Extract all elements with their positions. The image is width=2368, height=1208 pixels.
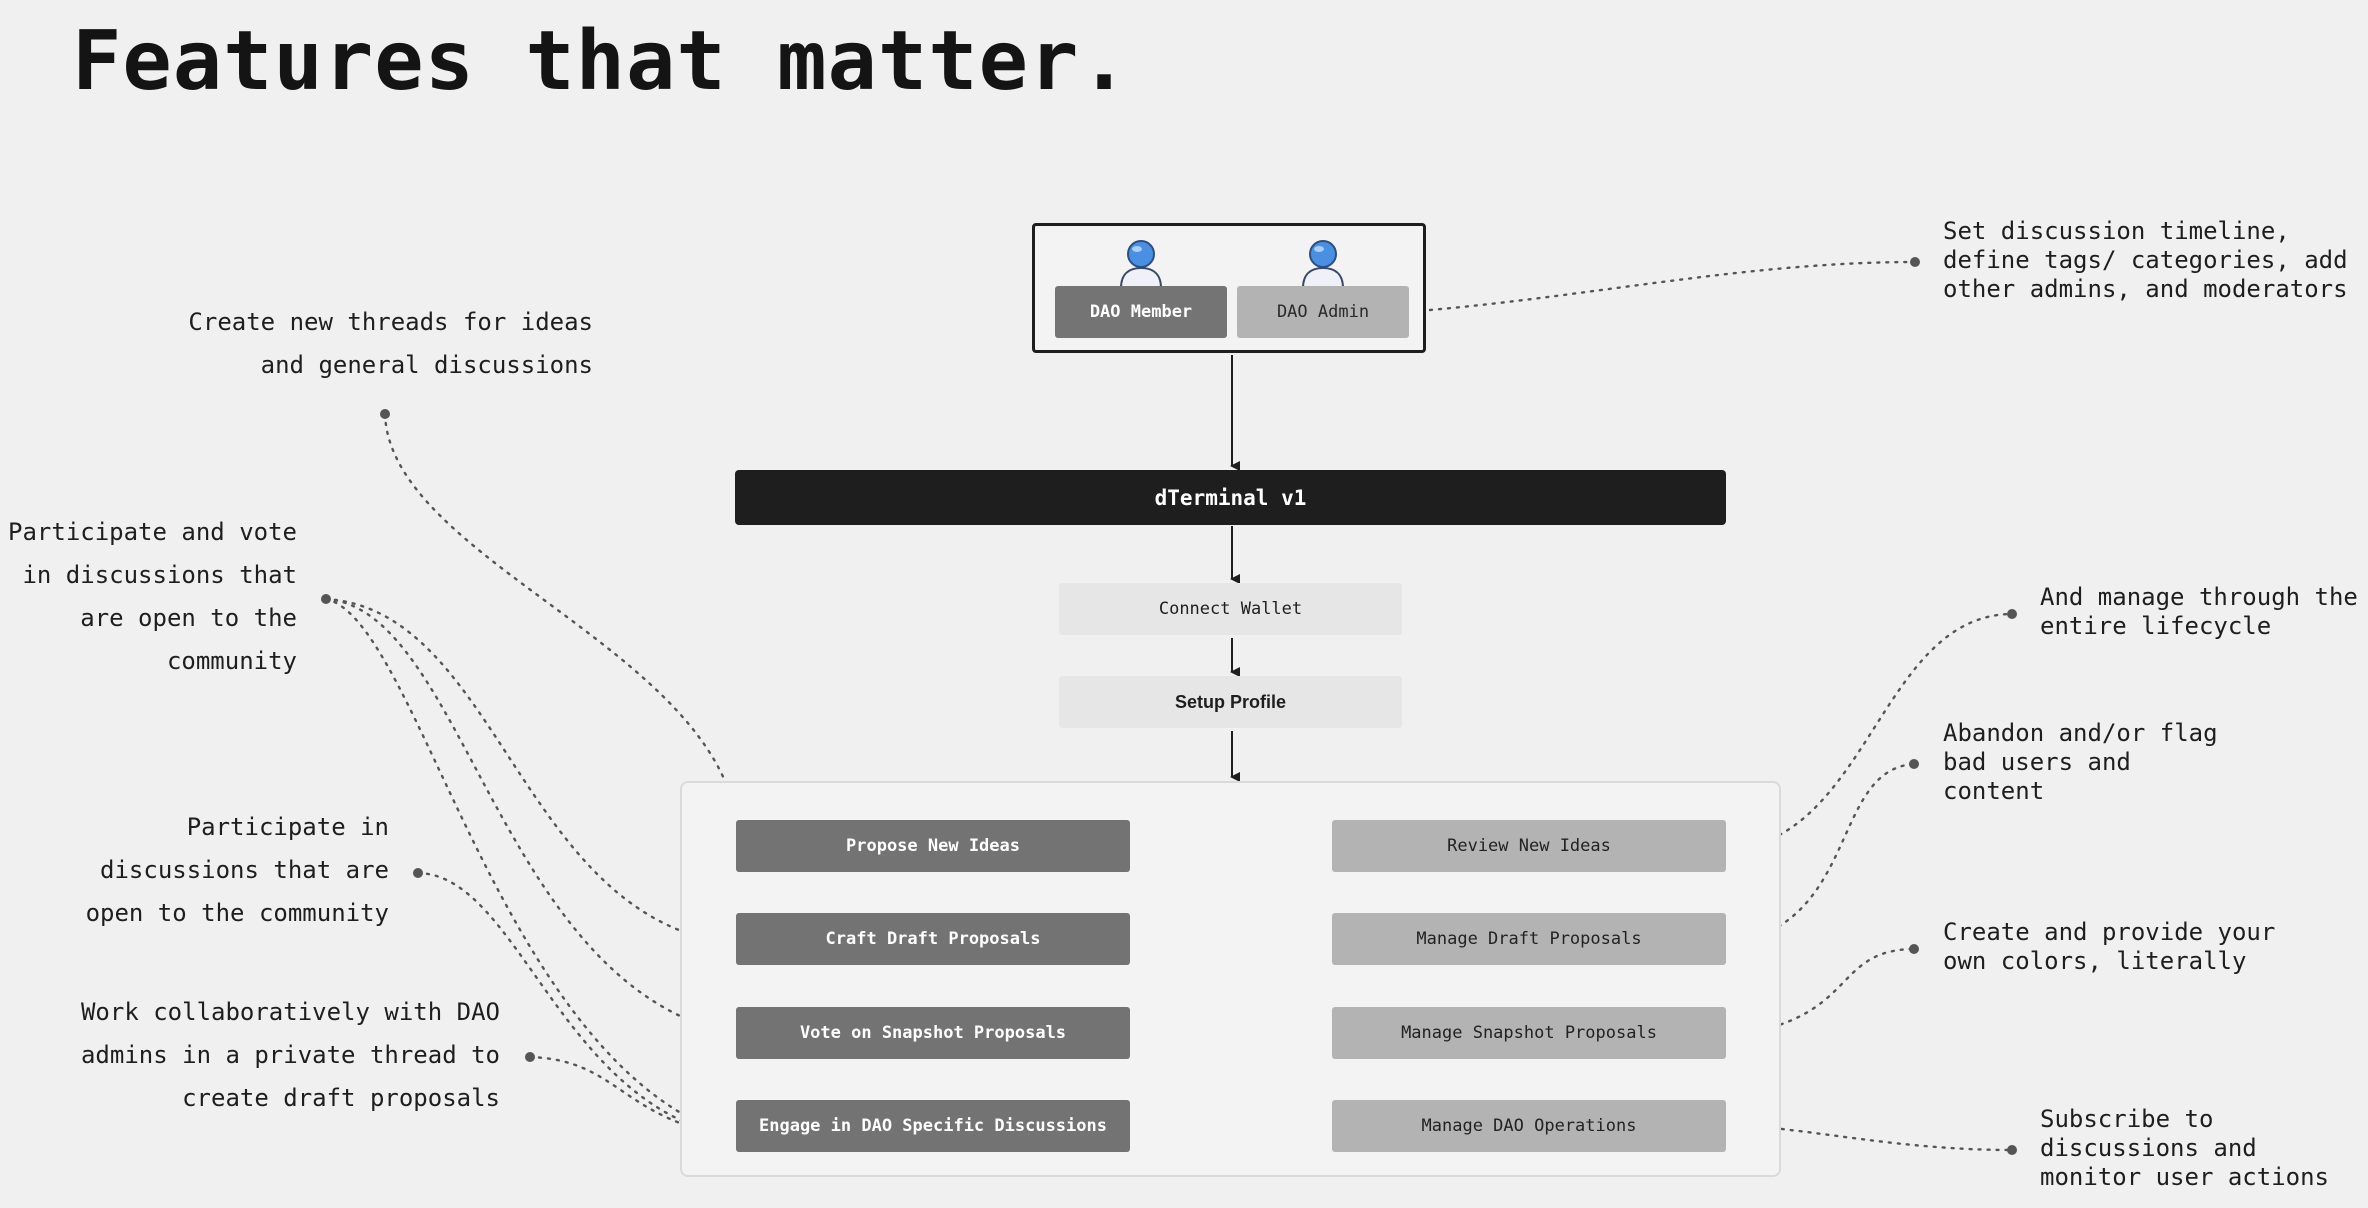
annotation-connector (416, 871, 740, 1140)
features-box: Propose New Ideas Craft Draft Proposals … (680, 781, 1781, 1177)
platform-bar: dTerminal v1 (735, 470, 1726, 525)
step-setup-profile: Setup Profile (1059, 676, 1402, 728)
annotation-dot (525, 1052, 535, 1062)
role-dao-member: DAO Member (1055, 286, 1227, 338)
feature-craft-draft-proposals: Craft Draft Proposals (736, 913, 1130, 965)
annotation-dot (2007, 609, 2017, 619)
note-set-timeline: Set discussion timeline, define tags/ ca… (1943, 217, 2348, 303)
feature-manage-draft-proposals: Manage Draft Proposals (1332, 913, 1726, 965)
page-title: Features that matter. (72, 14, 1130, 109)
annotation-connector (383, 412, 740, 832)
annotation-dot (1910, 257, 1920, 267)
note-participate-vote: Participate and vote in discussions that… (8, 518, 297, 675)
roles-box: DAO Member DAO Admin (1032, 223, 1426, 353)
annotation-connector (324, 597, 760, 1040)
annotation-connector (1726, 1122, 2014, 1152)
annotation-connector (324, 597, 740, 1140)
feature-manage-snapshot-proposals: Manage Snapshot Proposals (1332, 1007, 1726, 1059)
note-create-threads: Create new threads for ideas and general… (188, 308, 593, 379)
role-dao-admin: DAO Admin (1237, 286, 1409, 338)
annotation-connector (1428, 260, 1917, 312)
feature-propose-new-ideas: Propose New Ideas (736, 820, 1130, 872)
annotation-dot (2007, 1145, 2017, 1155)
note-create-colors: Create and provide your own colors, lite… (1943, 918, 2276, 975)
annotation-dot (1909, 944, 1919, 954)
feature-manage-dao-operations: Manage DAO Operations (1332, 1100, 1726, 1152)
note-work-collaboratively: Work collaboratively with DAO admins in … (80, 998, 500, 1112)
annotation-dot (321, 594, 331, 604)
user-icon (1119, 240, 1163, 289)
annotation-connector (324, 597, 737, 946)
feature-vote-snapshot-proposals: Vote on Snapshot Proposals (736, 1007, 1130, 1059)
feature-engage-discussions: Engage in DAO Specific Discussions (736, 1100, 1130, 1152)
note-participate-discussions: Participate in discussions that are open… (85, 813, 389, 927)
note-manage-lifecycle: And manage through the entire lifecycle (2040, 583, 2358, 640)
note-subscribe: Subscribe to discussions and monitor use… (2040, 1105, 2329, 1191)
annotation-dot (1909, 759, 1919, 769)
annotation-connector (528, 1055, 740, 1140)
annotation-dot (380, 409, 390, 419)
note-abandon-flag: Abandon and/or flag bad users and conten… (1943, 719, 2218, 805)
annotation-dot (413, 868, 423, 878)
feature-review-new-ideas: Review New Ideas (1332, 820, 1726, 872)
user-icon (1301, 240, 1345, 289)
step-connect-wallet: Connect Wallet (1059, 583, 1402, 635)
